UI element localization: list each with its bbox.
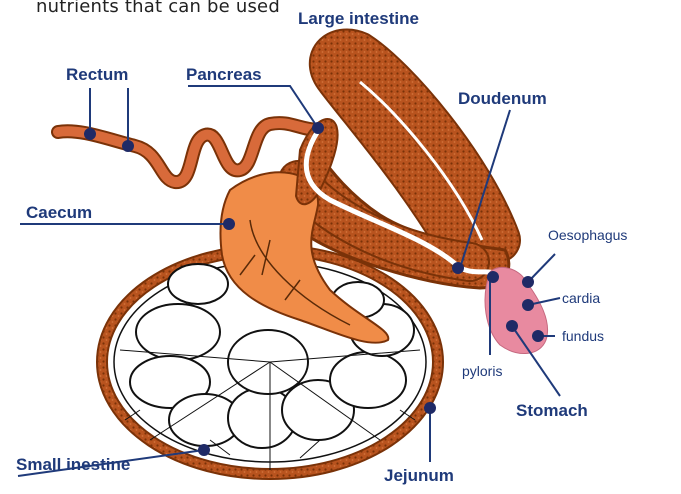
label-pancreas: Pancreas <box>186 65 262 84</box>
label-small-intestine: Small inestine <box>16 455 130 474</box>
label-jejunum: Jejunum <box>384 466 454 485</box>
label-large-intestine: Large intestine <box>298 9 419 28</box>
label-oesophagus: Oesophagus <box>548 227 627 243</box>
label-cardia: cardia <box>562 290 600 306</box>
label-fundus: fundus <box>562 328 604 344</box>
label-pyloris: pyloris <box>462 363 502 379</box>
label-rectum: Rectum <box>66 65 128 84</box>
caption-text: nutrients that can be used <box>36 0 280 17</box>
label-caecum: Caecum <box>26 203 92 222</box>
label-stomach: Stomach <box>516 401 588 420</box>
label-doudenum: Doudenum <box>458 89 547 108</box>
